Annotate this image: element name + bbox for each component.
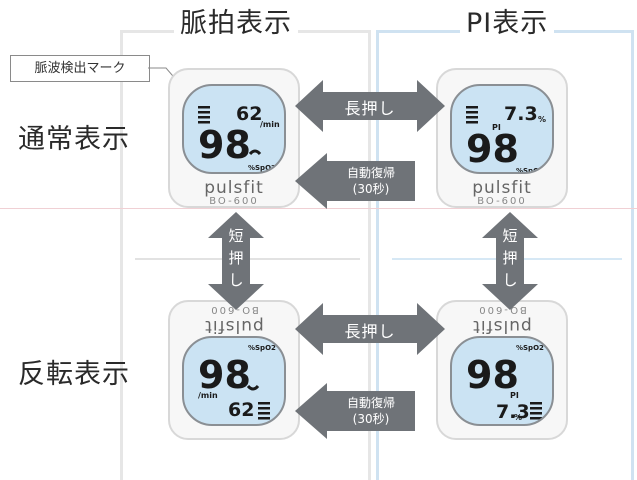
pi-label: PI: [492, 123, 501, 132]
device-inverted-pi: BO-600 pulsfit %SpO2 98 PI 7.3 %: [436, 300, 568, 440]
device-inverted-pulse: BO-600 pulsfit %SpO2 98 /min 62: [168, 300, 300, 440]
auto-return-arrow-top: 自動復帰 (30秒): [295, 153, 415, 209]
model-label: BO-600: [477, 196, 527, 207]
brand-logo: pulsfit: [204, 178, 264, 198]
pulse-wave-mark-icon: [530, 402, 542, 420]
pi-label: PI: [510, 391, 519, 400]
column-title-pi: PI表示: [460, 4, 555, 44]
pi-unit: %: [514, 413, 522, 422]
lcd-screen: 62 /min 98 %SpO2: [182, 84, 286, 174]
pi-value: 7.3: [496, 401, 530, 423]
spo2-value: 98: [198, 123, 251, 167]
short-press-label-1: 短: [228, 227, 244, 245]
pi-unit: %: [538, 115, 546, 124]
long-press-arrow-top: 長押し: [295, 80, 445, 132]
short-press-arrow-left: 短 押 し: [208, 212, 264, 310]
short-press-label-2: 押: [228, 249, 244, 267]
lcd-screen: 7.3 % PI 98 %SpO2: [450, 84, 554, 174]
auto-return-label-line2: (30秒): [352, 412, 390, 426]
short-press-label-2: 押: [502, 249, 518, 267]
device-normal-pi: 7.3 % PI 98 %SpO2 pulsfit BO-600: [436, 68, 568, 208]
pi-value: 7.3: [504, 103, 538, 125]
short-press-label-3: し: [228, 271, 244, 289]
lcd-screen: %SpO2 98 PI 7.3 %: [450, 336, 554, 426]
guide-line: [0, 208, 637, 209]
pulse-mark-callout: 脈波検出マーク: [10, 55, 150, 82]
auto-return-label-line1: 自動復帰: [346, 166, 395, 180]
lcd-screen: %SpO2 98 /min 62: [182, 336, 286, 426]
pulse-wave-mark-icon: [198, 106, 210, 124]
short-press-label-3: し: [502, 271, 518, 289]
auto-return-label: 自動復帰 (30秒): [327, 165, 415, 197]
auto-return-label-line2: (30秒): [352, 182, 390, 196]
pulse-value: 62: [228, 399, 254, 421]
long-press-label: 長押し: [344, 99, 396, 118]
long-press-label: 長押し: [344, 322, 396, 341]
brand-logo: pulsfit: [204, 316, 264, 336]
spo2-value: 98: [198, 353, 251, 397]
brand-logo: pulsfit: [472, 316, 532, 336]
auto-return-arrow-bottom: 自動復帰 (30秒): [295, 383, 415, 439]
model-label: BO-600: [209, 196, 259, 207]
spo2-unit: %SpO2: [248, 164, 276, 172]
spo2-value: 98: [466, 353, 519, 397]
auto-return-label: 自動復帰 (30秒): [327, 395, 415, 427]
short-press-arrow-right: 短 押 し: [482, 212, 538, 310]
spo2-value: 98: [466, 127, 519, 171]
spo2-unit: %SpO2: [248, 344, 276, 352]
device-normal-pulse: 62 /min 98 %SpO2 pulsfit BO-600: [168, 68, 300, 208]
spo2-unit: %SpO2: [516, 344, 544, 352]
long-press-arrow-bottom: 長押し: [295, 303, 445, 355]
brand-logo: pulsfit: [472, 178, 532, 198]
auto-return-label-line1: 自動復帰: [346, 396, 395, 410]
heart-icon: [248, 149, 262, 156]
pulse-wave-mark-icon: [258, 402, 270, 420]
heart-icon: [246, 384, 260, 391]
pulse-unit: /min: [198, 391, 218, 400]
pulse-unit: /min: [260, 120, 280, 129]
row-title-inverted: 反転表示: [18, 359, 130, 390]
pulse-value: 62: [236, 103, 262, 125]
pulse-wave-mark-icon: [466, 106, 478, 124]
short-press-label-1: 短: [502, 227, 518, 245]
spo2-unit: %SpO2: [516, 167, 544, 174]
column-title-pulse: 脈拍表示: [174, 4, 298, 44]
row-title-normal: 通常表示: [18, 124, 130, 155]
